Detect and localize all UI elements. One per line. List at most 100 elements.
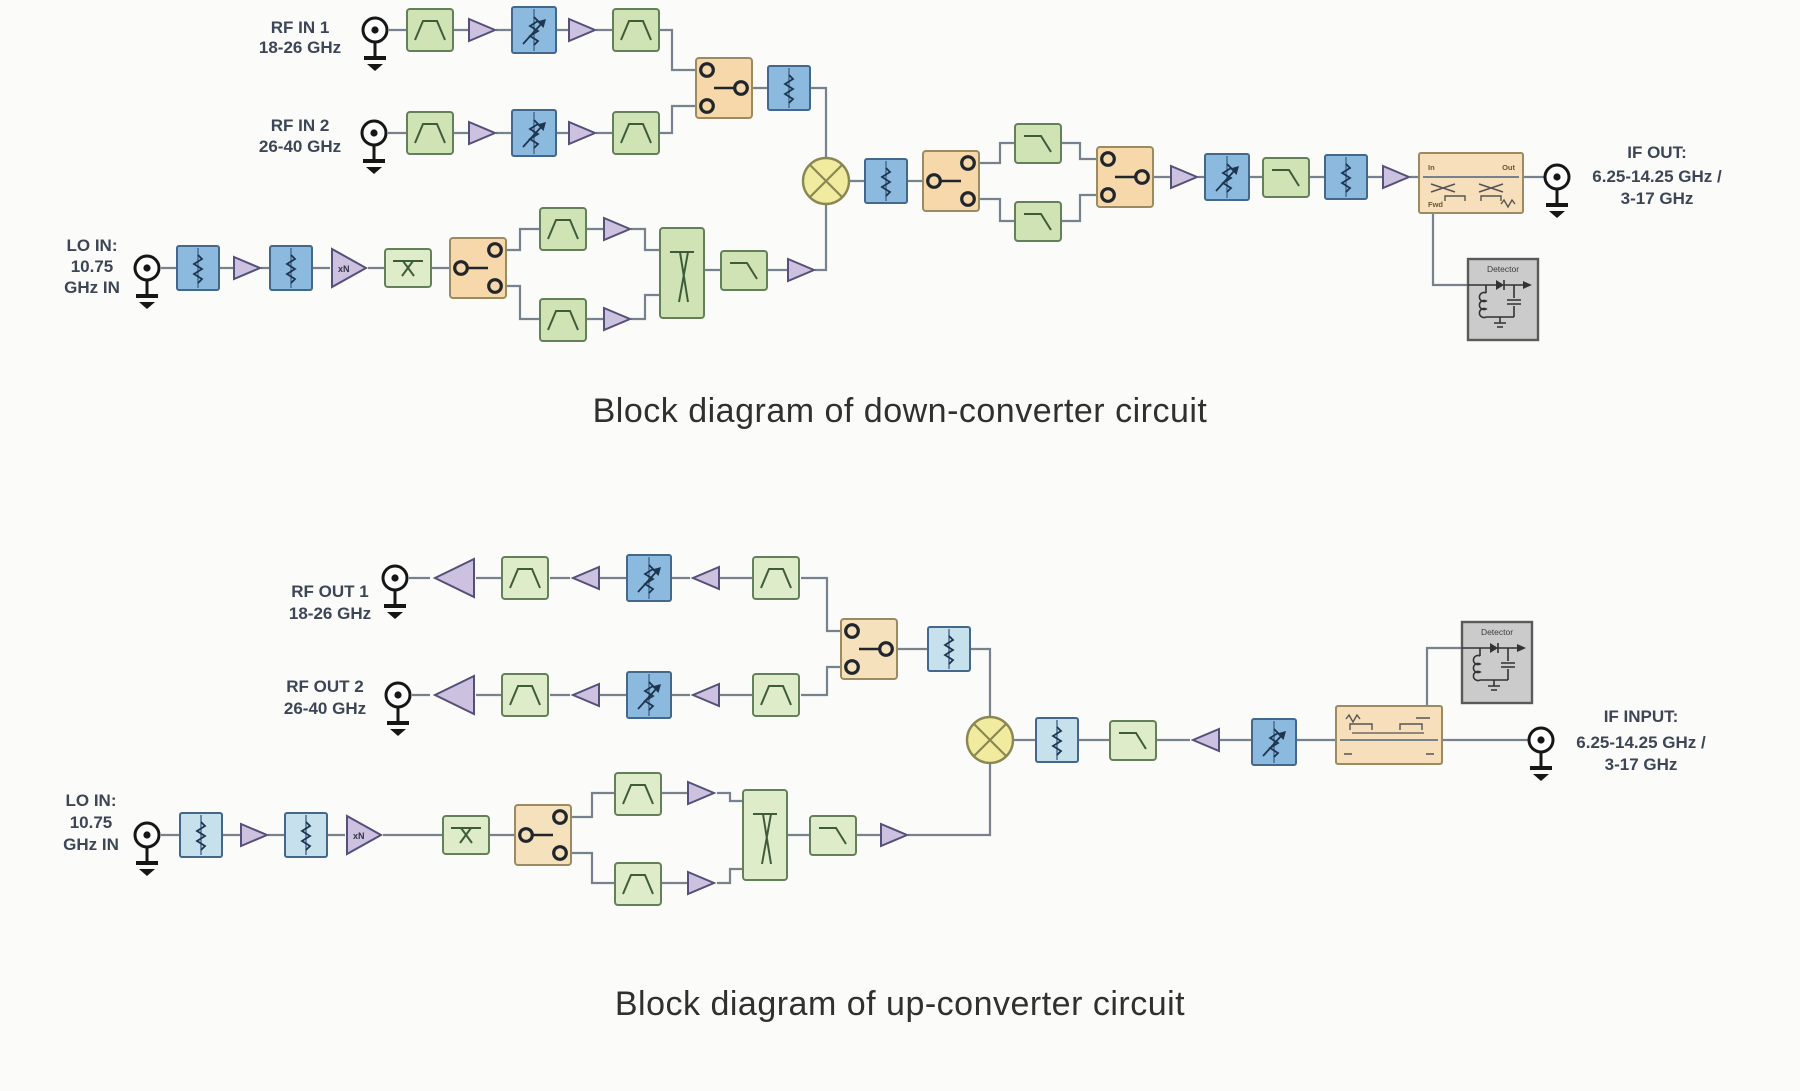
- bandstop-filter-icon: [442, 815, 490, 855]
- lowpass-filter-icon: [720, 250, 768, 291]
- spdt-switch-icon: [1095, 145, 1155, 209]
- rf-out-2-wires: [412, 665, 841, 697]
- bandpass-filter-icon: [539, 298, 587, 342]
- ground-icon: [382, 589, 408, 621]
- amplifier-icon: [468, 121, 496, 145]
- amplifier-icon: [572, 566, 600, 590]
- mixer-icon: [965, 715, 1015, 765]
- coupler-fwd-label: Fwd: [1428, 200, 1443, 209]
- fixed-attenuator-icon: [179, 812, 223, 858]
- ground-icon: [1528, 751, 1554, 783]
- bandstop-filter-icon: [384, 248, 432, 288]
- fixed-attenuator-icon: [1035, 717, 1079, 763]
- rf-in-1-wires: [389, 28, 696, 72]
- bandpass-filter-icon: [614, 772, 662, 816]
- variable-attenuator-icon: [511, 6, 557, 54]
- ground-icon: [362, 41, 388, 73]
- amplifier-icon: [787, 258, 815, 282]
- rf-out-2-label: RF OUT 2: [286, 677, 363, 696]
- connector-icon: [361, 16, 389, 44]
- bandpass-filter-icon: [752, 556, 800, 600]
- rf-out-2-freq: 26-40 GHz: [284, 699, 366, 718]
- detector-icon: Detector: [1460, 620, 1534, 705]
- down-converter-diagram: RF IN 1 18-26 GHz RF IN 2 26-40 GHz LO I…: [64, 6, 1722, 342]
- diplexer-icon: [659, 227, 705, 319]
- connector-icon: [381, 564, 409, 592]
- bandpass-filter-icon: [501, 556, 549, 600]
- lo-in-label: LO IN:: [66, 791, 117, 810]
- if-wires: [849, 141, 1545, 223]
- variable-attenuator-icon: [626, 554, 672, 602]
- fixed-attenuator-icon: [269, 245, 313, 291]
- coupler-out-label: Out: [1502, 163, 1515, 172]
- bandpass-filter-icon: [539, 207, 587, 251]
- if-input-freq: 6.25-14.25 GHz /: [1576, 733, 1706, 752]
- if-out-freq2: 3-17 GHz: [1621, 189, 1694, 208]
- bandpass-filter-icon: [612, 8, 660, 52]
- variable-attenuator-icon: [1251, 718, 1297, 766]
- connector-icon: [1527, 726, 1555, 754]
- detector-tap-wire: [1425, 646, 1462, 706]
- rf-in-1-label: RF IN 1: [271, 18, 330, 37]
- amplifier-icon: [692, 683, 720, 707]
- connector-icon: [360, 119, 388, 147]
- coupler-icon: In Out Fwd: [1418, 152, 1524, 214]
- lo-in-label: LO IN:: [67, 236, 118, 255]
- coupler-icon: [1335, 705, 1443, 765]
- up-converter-diagram: RF OUT 1 18-26 GHz RF OUT 2 26-40 GHz IF…: [63, 554, 1706, 906]
- if-input-freq2: 3-17 GHz: [1605, 755, 1678, 774]
- lowpass-filter-icon: [809, 815, 857, 856]
- ground-icon: [361, 144, 387, 176]
- multiplier-label: xN: [338, 264, 350, 274]
- amplifier-icon: [603, 307, 631, 331]
- variable-attenuator-icon: [511, 109, 557, 157]
- lowpass-filter-icon: [1109, 720, 1157, 761]
- amplifier-icon: [233, 256, 261, 280]
- amplifier-icon: [572, 683, 600, 707]
- amplifier-icon: [692, 566, 720, 590]
- amplifier-icon: [603, 217, 631, 241]
- lo-in-freq2: GHz IN: [63, 835, 119, 854]
- bandpass-filter-icon: [752, 673, 800, 717]
- multiplier-icon: xN: [346, 814, 384, 856]
- rf-out-1-freq: 18-26 GHz: [289, 604, 371, 623]
- variable-attenuator-icon: [626, 671, 672, 719]
- up-converter-caption: Block diagram of up-converter circuit: [614, 985, 1186, 1023]
- if-out-label: IF OUT:: [1627, 143, 1687, 162]
- fixed-attenuator-icon: [767, 65, 811, 111]
- spdt-switch-icon: [448, 236, 508, 300]
- lowpass-filter-icon: [1014, 201, 1062, 242]
- coupler-in-label: In: [1428, 163, 1435, 172]
- lowpass-filter-icon: [1262, 157, 1310, 198]
- if-out-freq: 6.25-14.25 GHz /: [1592, 167, 1722, 186]
- amplifier-icon: [1192, 728, 1220, 752]
- amplifier-icon: [568, 18, 596, 42]
- connector-icon: [133, 254, 161, 282]
- if-input-label: IF INPUT:: [1604, 707, 1679, 726]
- amplifier-icon: [568, 121, 596, 145]
- detector-label: Detector: [1487, 264, 1519, 274]
- lowpass-filter-icon: [1014, 123, 1062, 164]
- amplifier-icon: [1170, 165, 1198, 189]
- amplifier-icon: [240, 823, 268, 847]
- rf-in-1-freq: 18-26 GHz: [259, 38, 341, 57]
- multiplier-icon: xN: [331, 247, 369, 289]
- spdt-switch-icon: [921, 149, 981, 213]
- ground-icon: [1544, 188, 1570, 220]
- fixed-attenuator-icon: [864, 158, 908, 204]
- connector-icon: [133, 821, 161, 849]
- amplifier-icon: [1382, 165, 1410, 189]
- fixed-attenuator-icon: [1324, 154, 1368, 200]
- amplifier-icon: [434, 558, 475, 598]
- mixer-icon: [801, 156, 851, 206]
- rf-in-2-wires: [388, 104, 696, 135]
- rf-out-1-wires: [409, 576, 841, 633]
- bandpass-filter-icon: [501, 673, 549, 717]
- lo-in-freq2: GHz IN: [64, 278, 120, 297]
- diplexer-icon: [742, 789, 788, 881]
- down-converter-caption: Block diagram of down-converter circuit: [592, 392, 1208, 430]
- fixed-attenuator-icon: [176, 245, 220, 291]
- bandpass-filter-icon: [406, 111, 454, 155]
- lo-wires: [161, 763, 992, 885]
